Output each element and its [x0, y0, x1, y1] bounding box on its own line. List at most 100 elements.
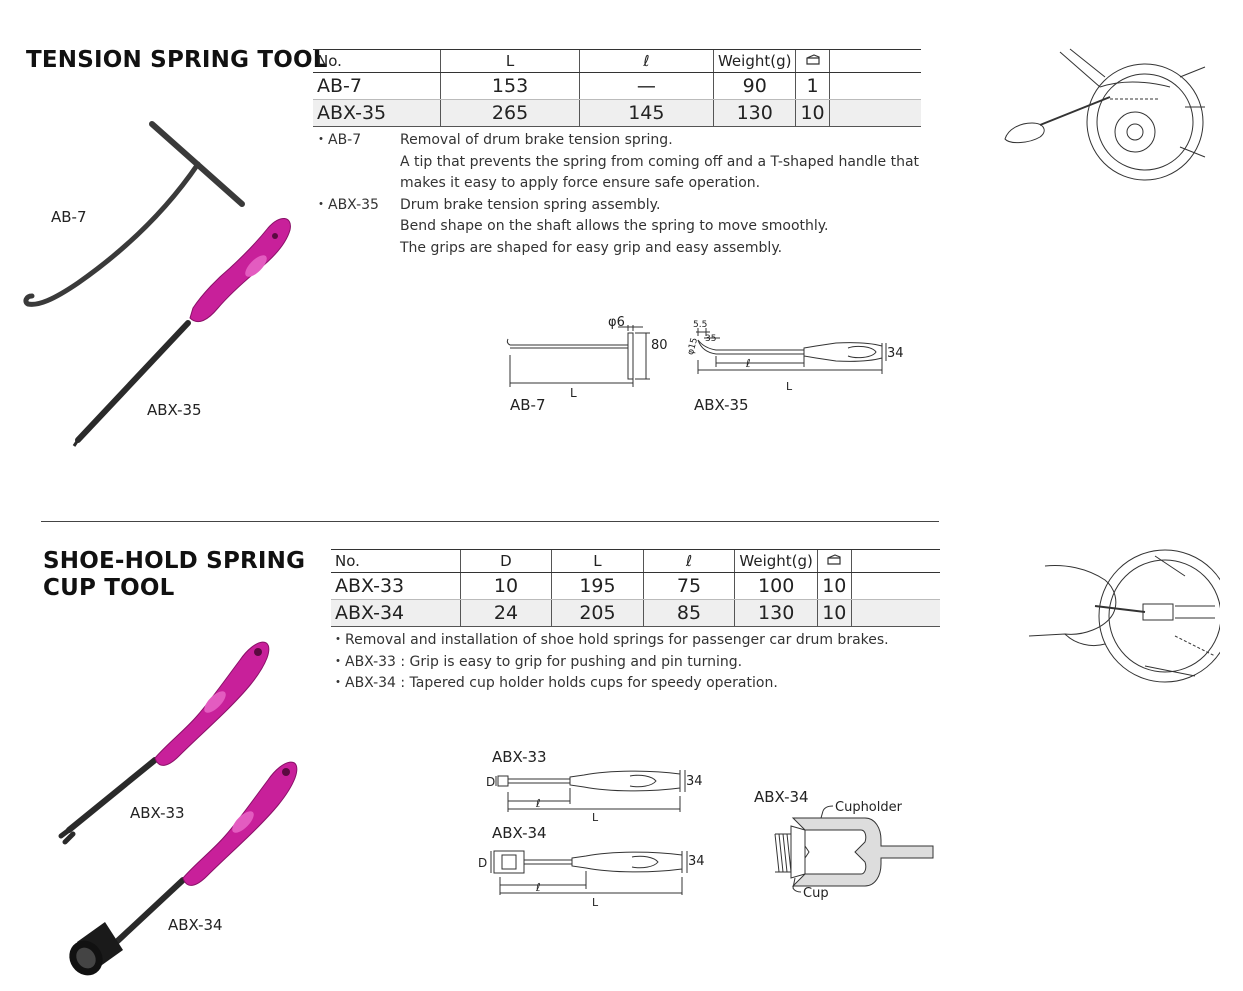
diagram-abx34: D ℓ L 34 [478, 850, 705, 909]
dim-ell: ℓ [535, 881, 541, 894]
cell-ell: 145 [578, 99, 714, 127]
cell-ell: 85 [642, 599, 735, 627]
abx33-tool-image [58, 641, 270, 845]
diagram-label-abx34: ABX-34 [492, 824, 547, 842]
desc-bullet: ・ABX-34 : Tapered cup holder holds cups … [331, 675, 778, 691]
dim-phi: φ6 [608, 315, 625, 330]
dim-length: L [786, 380, 793, 393]
cell-no: ABX-34 [331, 599, 461, 627]
cell-d: 10 [459, 572, 552, 600]
cell-ell: 75 [642, 572, 735, 600]
section-title-shoe-hold-line1: SHOE-HOLD SPRING [43, 548, 306, 574]
cell-qty: 10 [817, 599, 851, 627]
diagram-ab7: φ6 80 L [506, 315, 668, 400]
photo-label-ab7: AB-7 [51, 208, 87, 226]
label-cupholder: Cupholder [835, 800, 903, 815]
diagram-abx35: 5.5 35 φ15 ℓ L 34 [686, 320, 904, 393]
spec-table-shoe-hold: No. D L ℓ Weight(g) ABX-33 10 195 75 100… [331, 549, 940, 627]
cell-weight: 130 [734, 599, 818, 627]
description-shoe-hold: ・Removal and installation of shoe hold s… [331, 630, 889, 695]
cell-ell: — [578, 72, 714, 100]
desc-row-abx35: ・ABX-35 Drum brake tension spring assemb… [314, 195, 919, 260]
table-row: ABX-35 265 145 130 10 [313, 99, 921, 127]
col-header-ell: ℓ [642, 549, 735, 573]
abx35-tool-image [72, 218, 291, 447]
dim-phi: φ15 [686, 337, 700, 356]
ab7-tool-image [23, 121, 245, 307]
usage-illustration-tension [1004, 48, 1206, 181]
col-header-weight: Weight(g) [712, 49, 796, 73]
dim-d: D [478, 856, 487, 870]
desc-line: The grips are shaped for easy grip and e… [400, 239, 783, 256]
cell-d: 24 [459, 599, 552, 627]
cell-weight: 130 [712, 99, 796, 127]
dim-ell: ℓ [535, 797, 541, 810]
desc-line: Bend shape on the shaft allows the sprin… [400, 218, 829, 234]
cell-empty [850, 599, 940, 627]
cell-weight: 90 [712, 72, 796, 100]
col-header-box [817, 549, 851, 573]
box-quantity-icon [805, 54, 820, 65]
dim-ell: ℓ [745, 357, 751, 370]
col-header-empty [828, 49, 921, 73]
col-header-no: No. [331, 549, 461, 573]
section-title-shoe-hold-line2: CUP TOOL [43, 575, 175, 601]
col-header-empty [850, 549, 940, 573]
dim-d: D [486, 775, 495, 789]
col-header-l: L [551, 549, 644, 573]
abx34-tool-image [69, 761, 298, 976]
desc-line: makes it easy to apply force ensure safe… [400, 175, 761, 191]
cell-qty: 1 [795, 72, 830, 100]
cell-no: ABX-33 [331, 572, 461, 600]
diagram-label-abx35: ABX-35 [694, 396, 749, 414]
photo-label-abx35: ABX-35 [147, 401, 202, 419]
label-cup: Cup [803, 886, 829, 901]
table-row: ABX-33 10 195 75 100 10 [331, 572, 940, 600]
dim-length: L [570, 386, 577, 400]
cell-qty: 10 [795, 99, 830, 127]
cell-empty [828, 72, 921, 100]
cell-no: ABX-35 [313, 99, 441, 127]
desc-model: ・AB-7 [314, 132, 362, 148]
dim-d2: 35 [705, 334, 716, 344]
spec-table-tension: No. L ℓ Weight(g) AB-7 153 — 90 1 ABX-35… [313, 49, 921, 127]
tool-photo-abx33-abx34 [58, 641, 298, 976]
cell-l: 153 [440, 72, 580, 100]
col-header-l: L [440, 49, 580, 73]
desc-line: Removal of drum brake tension spring. [400, 132, 673, 148]
desc-line: Drum brake tension spring assembly. [400, 196, 661, 213]
col-header-ell: ℓ [578, 49, 714, 73]
table-row: ABX-34 24 205 85 130 10 [331, 599, 940, 627]
diagram-abx33: D ℓ L 34 [486, 770, 703, 824]
desc-line: A tip that prevents the spring from comi… [400, 153, 920, 170]
desc-bullet: ・ABX-33 : Grip is easy to grip for pushi… [331, 653, 743, 670]
dim-d1: 5.5 [693, 320, 707, 330]
cell-no: AB-7 [313, 72, 441, 100]
section-title-tension-spring: TENSION SPRING TOOL [26, 47, 328, 73]
diagram-label-cup: ABX-34 [754, 788, 809, 806]
cell-empty [850, 572, 940, 600]
dim-height: 80 [651, 338, 668, 353]
dim-height: 34 [887, 346, 904, 361]
desc-model: ・ABX-35 [314, 196, 379, 213]
cell-qty: 10 [817, 572, 851, 600]
diagram-label-ab7: AB-7 [510, 396, 546, 414]
box-quantity-icon [827, 554, 841, 565]
section-divider [41, 521, 939, 522]
cell-l: 195 [551, 572, 644, 600]
usage-illustration-shoe-hold [1028, 549, 1220, 683]
cell-empty [828, 99, 921, 127]
cell-weight: 100 [734, 572, 818, 600]
table-row: AB-7 153 — 90 1 [313, 72, 921, 100]
diagram-cupholder: Cupholder Cup [774, 800, 934, 901]
col-header-d: D [459, 549, 552, 573]
photo-label-abx34: ABX-34 [168, 916, 223, 934]
col-header-no: No. [313, 49, 441, 73]
desc-row-ab7: ・AB-7 Removal of drum brake tension spri… [314, 130, 919, 195]
dim-height: 34 [686, 774, 703, 789]
diagram-label-abx33: ABX-33 [492, 748, 547, 766]
dim-height: 34 [688, 854, 705, 869]
photo-label-abx33: ABX-33 [130, 804, 185, 822]
dim-length: L [592, 811, 599, 824]
desc-bullet: ・Removal and installation of shoe hold s… [331, 632, 889, 648]
